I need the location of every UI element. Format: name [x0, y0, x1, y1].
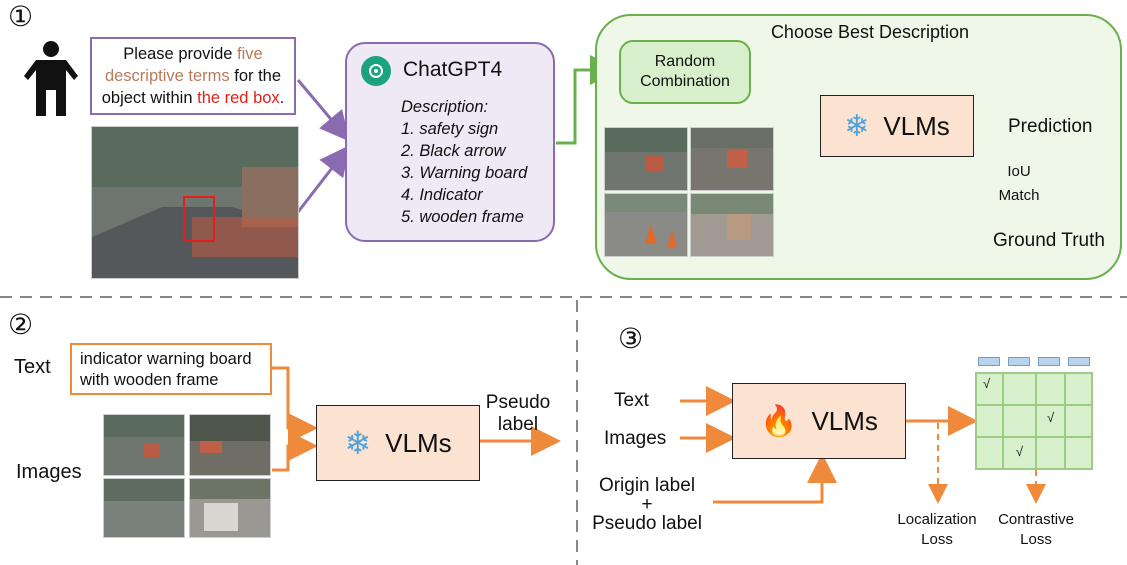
scene-photo: [91, 126, 299, 279]
chatgpt-to-random-arrow: [556, 55, 620, 145]
candidate-photo: [690, 193, 774, 257]
grid-cell: [1036, 437, 1066, 469]
sample-photo: [103, 478, 185, 538]
grid-cell: [1065, 437, 1092, 469]
description-item: 5. wooden frame: [401, 208, 524, 226]
section-2-number: ②: [8, 309, 34, 340]
image-to-chatgpt-arrow: [296, 145, 350, 213]
token-bar: [1008, 357, 1030, 366]
iou-match-label: IoU Match: [998, 163, 1040, 204]
description-item: 2. Black arrow: [401, 142, 506, 160]
grid-cell: [1002, 405, 1036, 437]
grid-cell: √: [976, 373, 1003, 405]
description-item: 3. Warning board: [401, 164, 528, 182]
grid-cell: [1065, 373, 1092, 405]
sample-photo: [189, 478, 271, 538]
labels-to-vlms-arrow: [713, 453, 837, 504]
prediction-label: Prediction: [1008, 116, 1093, 137]
snowflake-icon: ❄: [344, 425, 372, 461]
snowflake-icon: ❄: [844, 109, 870, 143]
images-label-3: Images: [604, 428, 667, 449]
images-to-vlms-arrow-2: [272, 431, 318, 472]
ground-truth-label: Ground Truth: [993, 230, 1105, 251]
token-bar: [978, 357, 1000, 366]
token-bar: [1038, 357, 1060, 366]
chatgpt-title: ChatGPT4: [403, 58, 503, 81]
person-icon: [24, 41, 78, 116]
origin-pseudo-labels: Origin label + Pseudo label: [582, 476, 712, 533]
images-label-2: Images: [16, 461, 82, 483]
localization-loss-label: Localization Loss: [897, 511, 977, 548]
prompt-to-chatgpt-arrow: [296, 79, 350, 142]
text-label-2: Text: [14, 356, 51, 378]
section-3-number: ③: [618, 323, 644, 354]
choose-title: Choose Best Description: [770, 22, 970, 42]
grid-cell: [1065, 405, 1092, 437]
sample-photo: [189, 414, 271, 476]
similarity-grid: √ √ √: [975, 372, 1093, 470]
pseudo-label-output: Pseudo label: [485, 392, 551, 435]
vlms-box-2: ❄ VLMs: [316, 405, 480, 481]
prompt-box: Please provide five descriptive terms fo…: [90, 37, 296, 115]
contrastive-loss-label: Contrastive Loss: [998, 511, 1074, 548]
candidate-photo: [604, 193, 688, 257]
grid-cell: √: [1036, 405, 1066, 437]
grid-cell: [1002, 373, 1036, 405]
vlms-label: VLMs: [811, 405, 878, 436]
vlms-box-1: ❄ VLMs: [820, 95, 974, 157]
grid-cell: [976, 405, 1003, 437]
text-label-3: Text: [614, 390, 649, 411]
fire-icon: 🔥: [760, 404, 798, 438]
text-prompt-box: indicator warning board with wooden fram…: [70, 343, 272, 395]
section-1-number: ①: [8, 1, 34, 32]
grid-cell: √: [1002, 437, 1036, 469]
origin-label: Origin label: [598, 475, 696, 496]
random-combination-box: Random Combination: [619, 40, 751, 104]
candidate-photo: [690, 127, 774, 191]
description-heading: Description:: [401, 98, 489, 116]
red-box: [183, 196, 215, 242]
chatgpt-box: ChatGPT4 Description: 1. safety sign 2. …: [345, 42, 555, 242]
description-item: 1. safety sign: [401, 120, 499, 138]
grid-cell: [976, 437, 1003, 469]
description-item: 4. Indicator: [401, 186, 483, 204]
vlms-box-3: 🔥 VLMs: [732, 383, 906, 459]
vlms-label: VLMs: [385, 427, 452, 458]
sample-photo: [103, 414, 185, 476]
plus-sign: +: [641, 494, 653, 515]
token-bar: [1068, 357, 1090, 366]
vlms-label: VLMs: [883, 110, 950, 141]
candidate-photo: [604, 127, 688, 191]
pseudo-label: Pseudo label: [592, 513, 702, 534]
openai-icon: [361, 56, 391, 86]
chatgpt-description: Description: 1. safety sign 2. Black arr…: [401, 96, 527, 228]
grid-cell: [1036, 373, 1066, 405]
text-to-vlms-arrow: [272, 366, 318, 443]
